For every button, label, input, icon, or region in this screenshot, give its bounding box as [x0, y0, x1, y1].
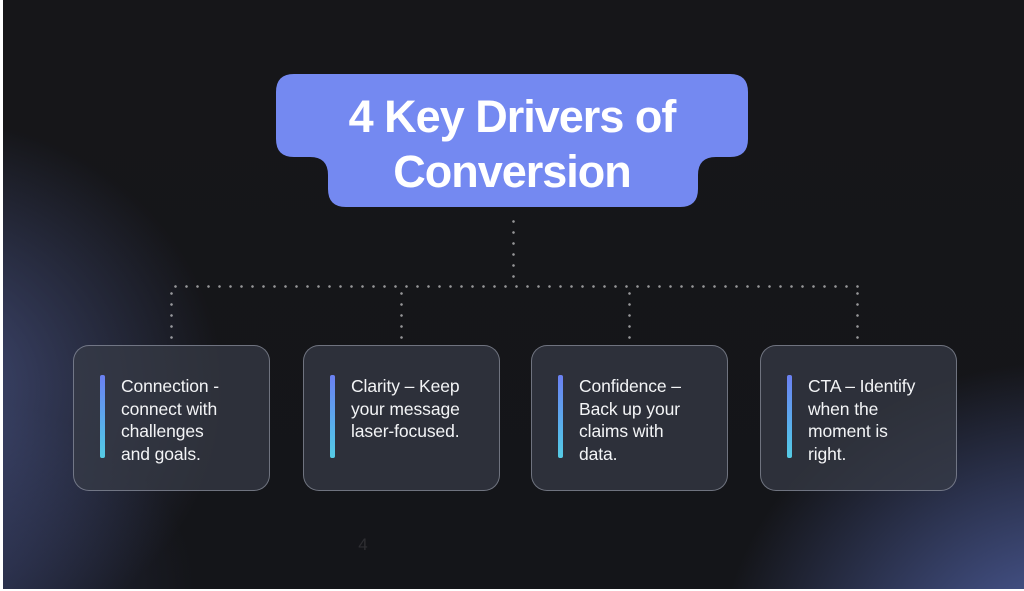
accent-bar [787, 375, 792, 458]
card-cta: CTA – Identify when the moment is right. [760, 345, 957, 491]
card-text: Connection - connect with challenges and… [121, 376, 220, 464]
accent-bar [558, 375, 563, 458]
connector-branch-1 [170, 288, 173, 345]
slide-title-line2: Conversion [393, 146, 632, 197]
page-number: 4 [358, 535, 368, 554]
connector-branch-2 [400, 288, 403, 345]
connector-branch-4 [856, 288, 859, 345]
connector-trunk [512, 216, 515, 286]
accent-bar [330, 375, 335, 458]
connector-branch-3 [628, 288, 631, 345]
slide-title-line1: 4 Key Drivers of [348, 91, 677, 142]
card-connection: Connection - connect with challenges and… [73, 345, 270, 491]
connector-crossbar [170, 285, 859, 288]
slide-background: 4 Key Drivers of Conversion Connection -… [3, 0, 1024, 589]
card-text: CTA – Identify when the moment is right. [808, 376, 916, 464]
card-clarity: Clarity – Keep your message laser-focuse… [303, 345, 500, 491]
accent-bar [100, 375, 105, 458]
card-confidence: Confidence – Back up your claims with da… [531, 345, 728, 491]
card-text: Confidence – Back up your claims with da… [579, 376, 681, 464]
card-text: Clarity – Keep your message laser-focuse… [351, 376, 460, 441]
title-bubble-shape [276, 74, 748, 207]
